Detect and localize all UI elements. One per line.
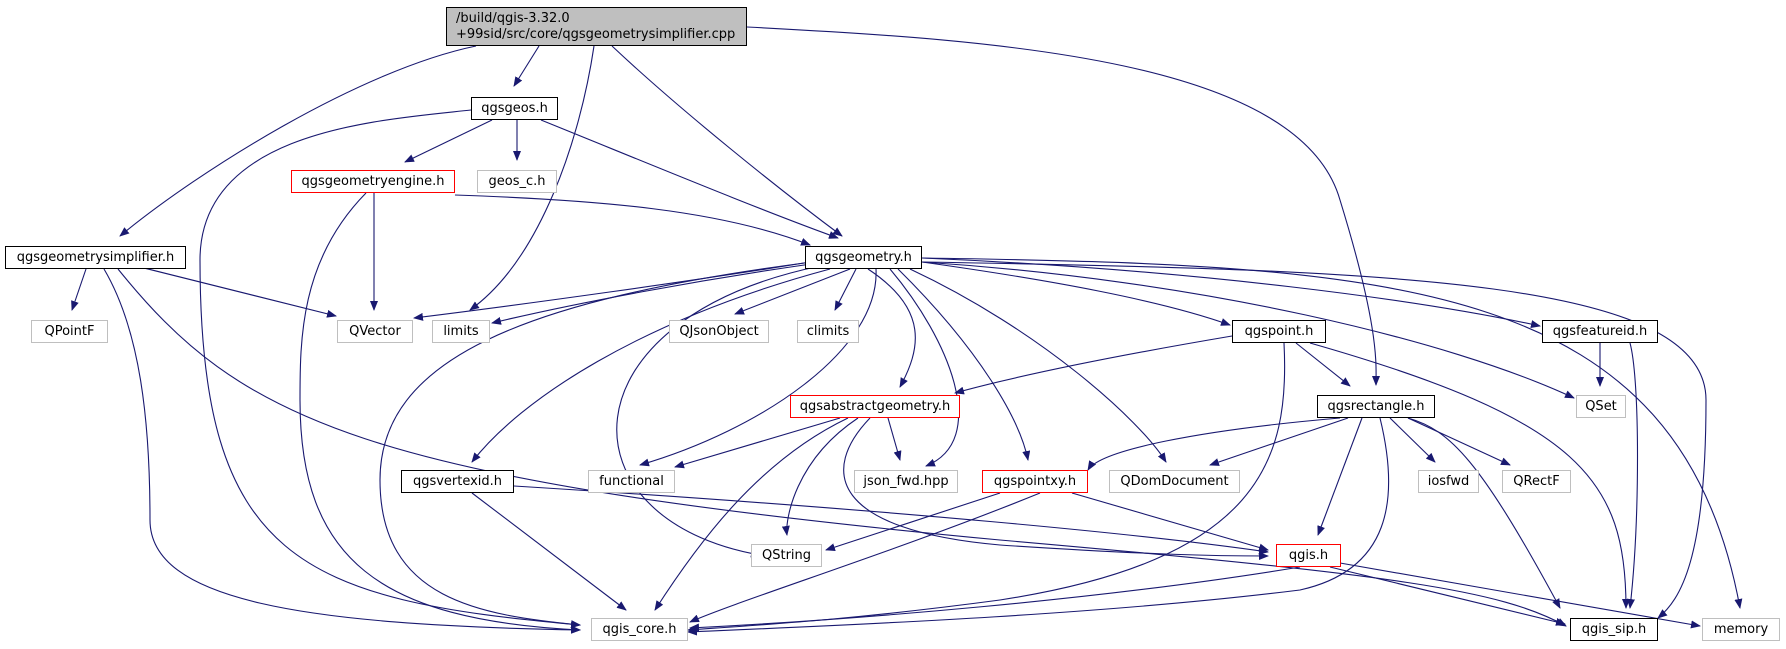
node-qrectf: QRectF bbox=[1502, 470, 1571, 493]
node-memory: memory bbox=[1702, 618, 1780, 641]
edge-qgis-memory bbox=[1339, 562, 1701, 629]
edge-qgsgeometry-qgsvertexid bbox=[471, 268, 831, 463]
edge-qgsabstractgeometry-functional bbox=[674, 417, 841, 469]
edge-qgsgeos-qgsgeometryengine bbox=[404, 119, 493, 163]
include-edges bbox=[71, 26, 1743, 636]
node-functional: functional bbox=[588, 470, 675, 493]
edge-qgsgeometry-functional bbox=[639, 268, 877, 467]
node-qdomdocument: QDomDocument bbox=[1109, 470, 1240, 493]
node-qgis-sip[interactable]: qgis_sip.h bbox=[1570, 618, 1658, 641]
edge-root-qgsrectangle bbox=[746, 26, 1381, 386]
node-qgsabstractgeometry[interactable]: qgsabstractgeometry.h bbox=[790, 395, 960, 418]
edge-qgsgeometry-memory bbox=[921, 257, 1743, 609]
edge-qgsgeometry-climits bbox=[834, 268, 857, 311]
edge-qgis-qgis_core bbox=[689, 566, 1301, 632]
edge-qgsrectangle-qgis_sip bbox=[1407, 417, 1561, 609]
node-qgsgeos[interactable]: qgsgeos.h bbox=[471, 97, 558, 120]
node-qgsvertexid[interactable]: qgsvertexid.h bbox=[401, 470, 514, 493]
edge-qgspointxy-qgis bbox=[1071, 492, 1269, 552]
edge-qgsgeometryengine-qgsgeometry bbox=[454, 194, 811, 246]
edge-qgsgeos-qgis_core bbox=[199, 109, 581, 629]
node-qstring: QString bbox=[751, 544, 822, 567]
node-geos-c: geos_c.h bbox=[477, 170, 557, 193]
edge-qgsrectangle-qrectf bbox=[1407, 417, 1511, 466]
edge-root-qgsgeometry bbox=[611, 45, 843, 237]
edge-qgsabstractgeometry-qgis bbox=[843, 417, 1269, 560]
edge-qgsfeatureid-qgis_sip bbox=[1627, 342, 1639, 609]
edge-qgspoint-qgsabstractgeometry bbox=[954, 335, 1233, 395]
edge-qgsgeometry-qjsonobject bbox=[734, 268, 851, 315]
edge-qgspoint-qgis_core bbox=[687, 342, 1286, 634]
edge-qgsgeometry-qset bbox=[921, 261, 1575, 399]
edge-qgsrectangle-qdomdocument bbox=[1209, 417, 1349, 466]
edge-qgsgeometry-qstring bbox=[616, 265, 821, 558]
edge-qgsrectangle-qgis bbox=[1317, 417, 1363, 536]
edge-qgsgeometryengine-qgis_core bbox=[299, 192, 581, 634]
edge-qgsgeometry-qgis_sip bbox=[921, 261, 1707, 619]
edge-root-limits bbox=[469, 45, 595, 311]
edge-root-qgsgeometrysimplifier bbox=[119, 45, 477, 237]
node-limits: limits bbox=[432, 320, 490, 343]
node-root-file: /build/qgis-3.32.0 +99sid/src/core/qgsge… bbox=[446, 7, 747, 46]
edge-qgsgeometrysimplifier-qvector bbox=[119, 261, 337, 318]
edge-qgsgeometrysimplifier-qgis_core bbox=[103, 268, 581, 634]
edge-qgsvertexid-qgis bbox=[513, 485, 1269, 555]
node-qjsonobject: QJsonObject bbox=[669, 320, 769, 343]
node-qgsgeometryengine[interactable]: qgsgeometryengine.h bbox=[291, 170, 455, 193]
edge-qgspoint-qgis_sip bbox=[1309, 342, 1630, 609]
edge-qgspoint-qgsrectangle bbox=[1295, 342, 1351, 387]
node-qgspoint[interactable]: qgspoint.h bbox=[1232, 320, 1326, 343]
edge-qgsgeometry-qgspointxy bbox=[897, 268, 1031, 461]
edge-root-qgsgeos bbox=[513, 45, 540, 87]
edge-qgsgeometry-qvector bbox=[413, 261, 811, 321]
edge-qgsgeometry-qgsabstractgeometry bbox=[867, 268, 916, 388]
edge-qgsgeometry-limits bbox=[491, 263, 812, 325]
edge-qgsgeometrysimplifier-qpointf bbox=[71, 268, 87, 311]
edge-qgis-qgis_sip bbox=[1329, 566, 1566, 626]
edge-qgsabstractgeometry-qstring bbox=[781, 417, 859, 536]
node-qgsgeometry[interactable]: qgsgeometry.h bbox=[805, 246, 922, 269]
edge-qgsgeometrysimplifier-qgis_sip bbox=[117, 268, 1567, 627]
edge-qgspointxy-qstring bbox=[825, 492, 1001, 551]
edge-qgsgeometry-qgspoint bbox=[921, 261, 1231, 326]
node-qgis[interactable]: qgis.h bbox=[1276, 544, 1341, 567]
node-qvector: QVector bbox=[337, 320, 413, 343]
edge-qgsgeometry-qdomdocument bbox=[909, 268, 1167, 463]
root-path-line-2: +99sid/src/core/qgsgeometrysimplifier.cp… bbox=[456, 26, 736, 42]
node-qgis-core: qgis_core.h bbox=[591, 618, 688, 641]
edge-qgsrectangle-qgis_core bbox=[687, 417, 1390, 636]
node-qpointf: QPointF bbox=[31, 320, 108, 343]
edge-qgsvertexid-qgis_core bbox=[471, 492, 627, 611]
node-qset: QSet bbox=[1576, 395, 1626, 418]
edge-qgsgeos-qgsgeometry bbox=[540, 119, 839, 239]
edge-qgsrectangle-qgspointxy bbox=[1087, 417, 1341, 471]
edge-qgsabstractgeometry-json_fwd bbox=[887, 417, 902, 461]
edge-qgsrectangle-iosfwd bbox=[1389, 417, 1436, 463]
node-qgsrectangle[interactable]: qgsrectangle.h bbox=[1317, 395, 1435, 418]
edge-qgspointxy-qgis_core bbox=[689, 492, 1041, 623]
node-qgspointxy[interactable]: qgspointxy.h bbox=[982, 470, 1088, 493]
root-path-line-1: /build/qgis-3.32.0 bbox=[456, 10, 570, 26]
node-qgsgeometrysimplifier[interactable]: qgsgeometrysimplifier.h bbox=[5, 246, 186, 269]
edge-qgsgeometry-qgis_core bbox=[379, 261, 813, 629]
node-json-fwd: json_fwd.hpp bbox=[854, 470, 958, 493]
node-qgsfeatureid[interactable]: qgsfeatureid.h bbox=[1542, 320, 1658, 343]
edge-qgsabstractgeometry-qgis_core bbox=[654, 417, 849, 611]
edge-qgsgeometry-json_fwd bbox=[889, 268, 960, 467]
node-climits: climits bbox=[797, 320, 859, 343]
node-iosfwd: iosfwd bbox=[1418, 470, 1479, 493]
